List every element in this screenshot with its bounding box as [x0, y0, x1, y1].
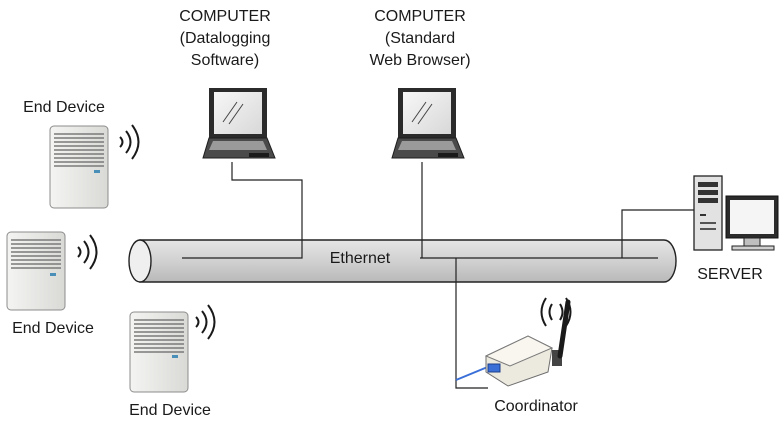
- ethernet-cable: [128, 239, 677, 283]
- coordinator-device: [484, 299, 571, 387]
- end-device-1-label: End Device: [23, 99, 105, 116]
- computer-datalogging-label: COMPUTER (Datalogging Software): [155, 6, 295, 72]
- label-line: (Standard: [384, 30, 456, 47]
- wireless-signal-icon: [195, 304, 216, 340]
- end-device-3: [129, 311, 189, 393]
- laptop-datalogging: [202, 88, 276, 159]
- server-label: SERVER: [697, 266, 763, 283]
- server-computer: [693, 175, 779, 251]
- wireless-signal-icon: [77, 234, 98, 270]
- wireless-signal-icon: [119, 124, 140, 160]
- end-device-2: [6, 231, 66, 311]
- end-device-3-label: End Device: [129, 402, 211, 419]
- label-line: Software): [190, 52, 260, 69]
- end-device-2-label: End Device: [12, 320, 94, 337]
- laptop-web-browser: [391, 88, 465, 159]
- end-device-1: [49, 125, 109, 209]
- label-line: COMPUTER: [374, 8, 466, 25]
- ethernet-label: Ethernet: [329, 250, 391, 267]
- connection-lines: [182, 162, 695, 389]
- computer-web-browser-label: COMPUTER (Standard Web Browser): [350, 6, 490, 72]
- label-line: Web Browser): [369, 52, 471, 69]
- label-line: (Datalogging: [179, 30, 271, 47]
- coordinator-cable: [455, 365, 491, 381]
- label-line: COMPUTER: [179, 8, 271, 25]
- coordinator-label: Coordinator: [494, 398, 578, 415]
